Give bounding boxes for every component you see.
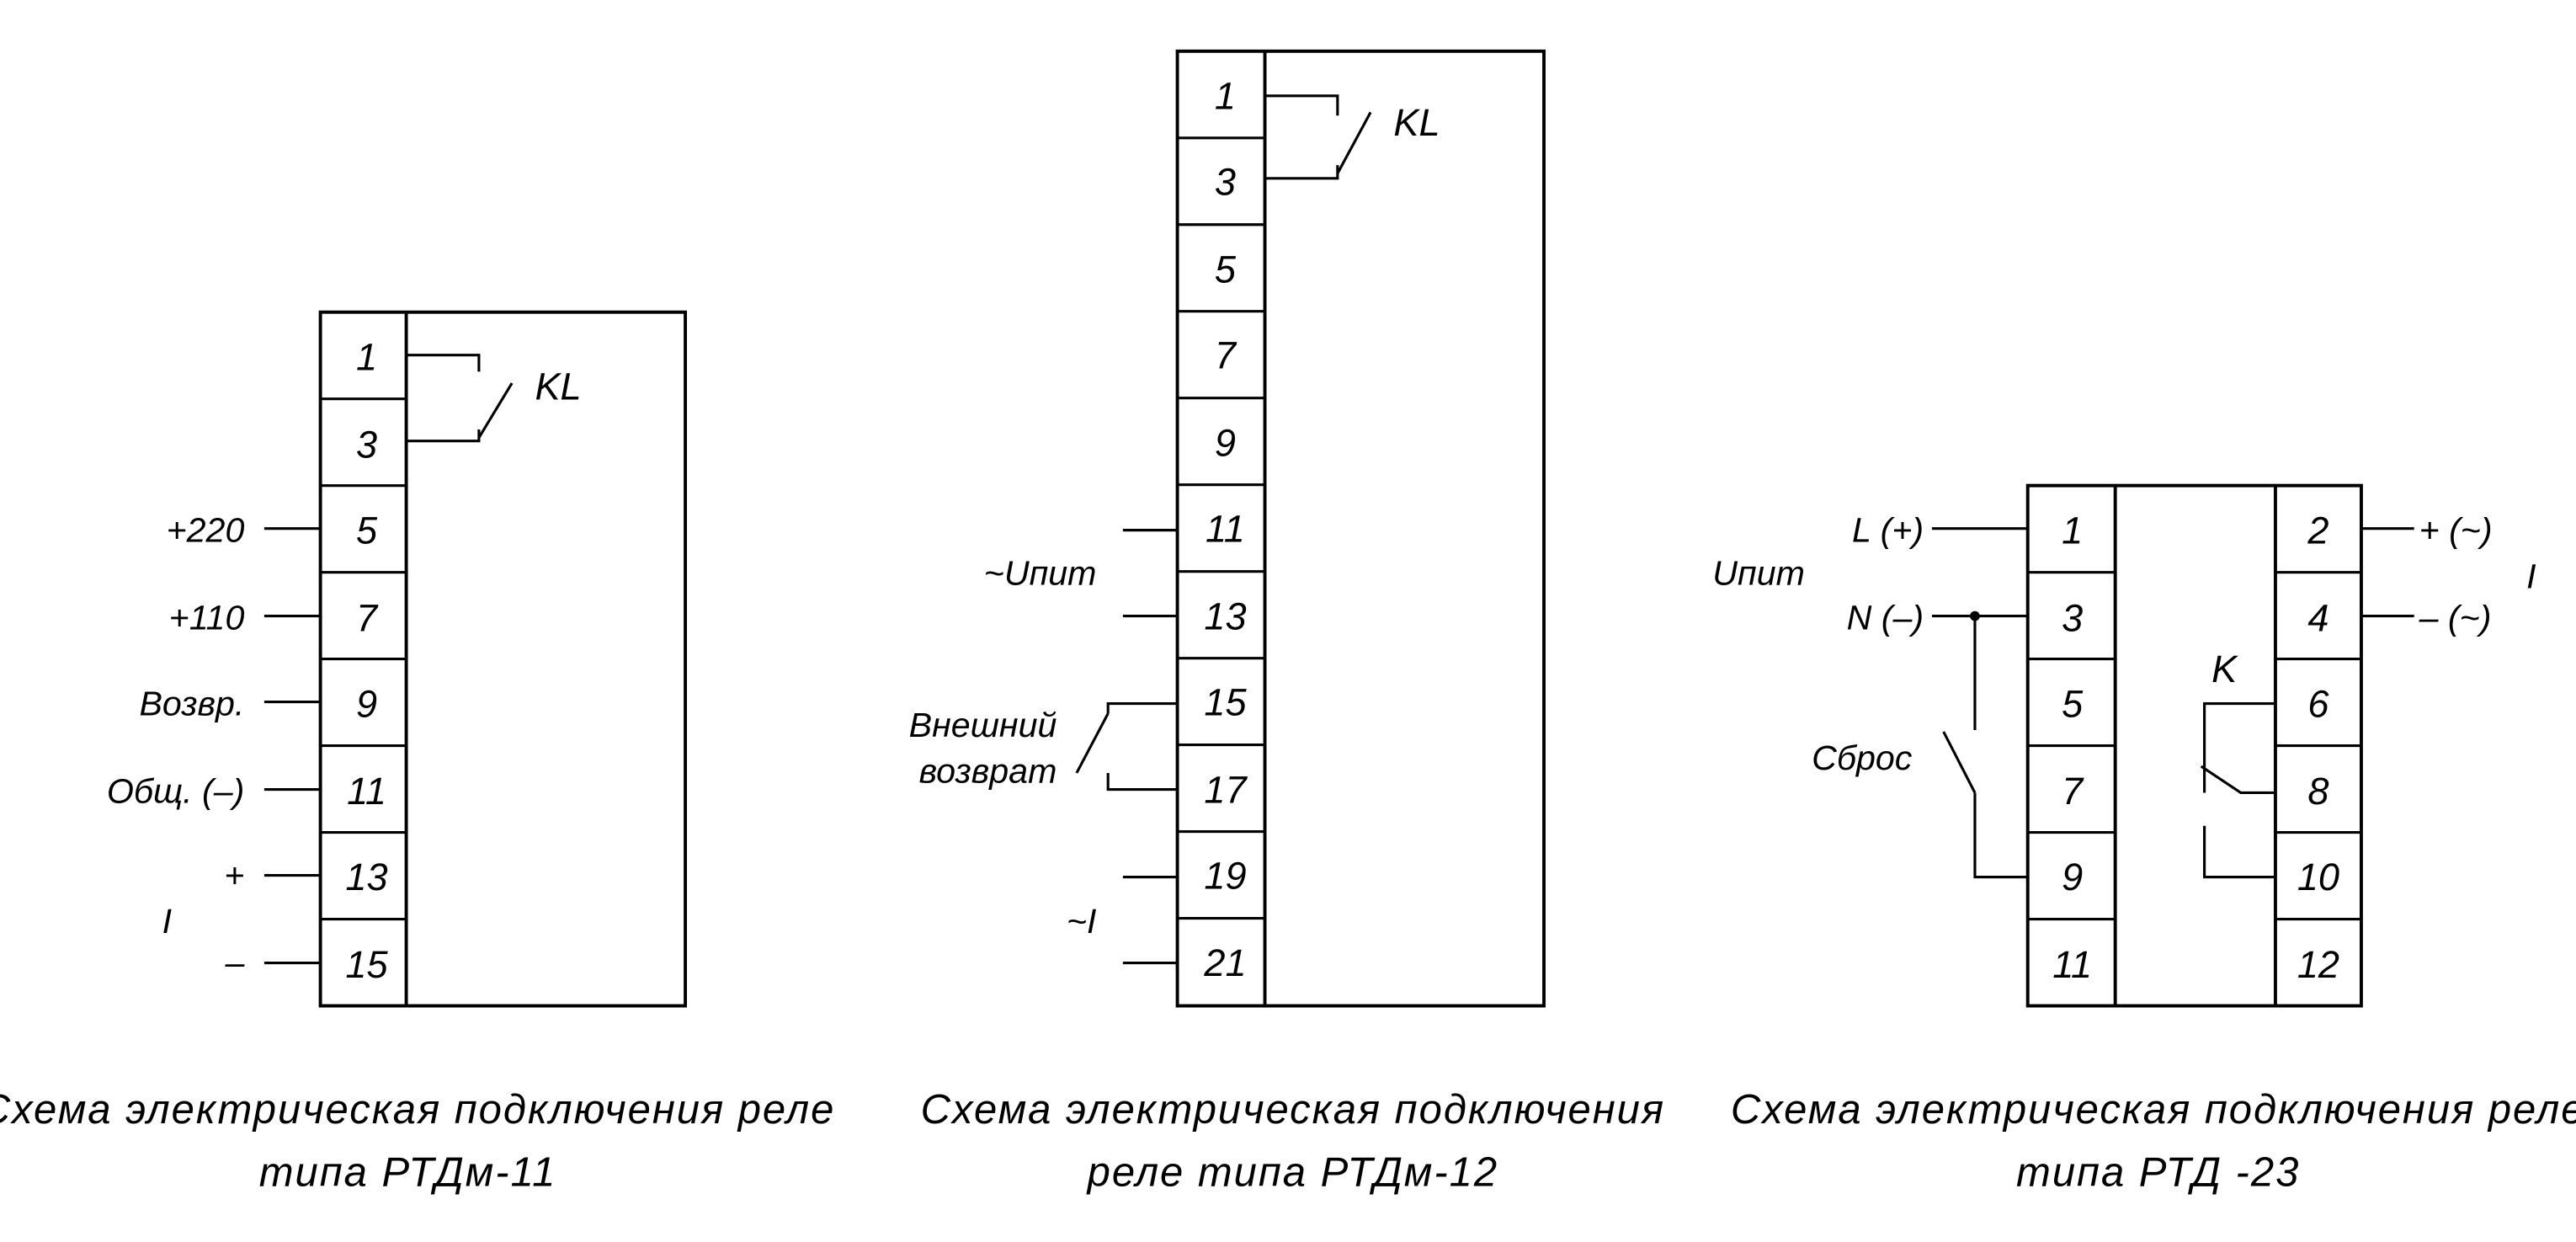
- terminal-13: 13: [345, 856, 387, 898]
- terminal-15: 15: [1204, 680, 1247, 723]
- terminal-21: 21: [1203, 941, 1246, 984]
- terminal-17: 17: [1204, 768, 1248, 811]
- reset-switch: [1942, 616, 2028, 879]
- label-reset: Возвр.: [139, 684, 244, 722]
- label-l: L (+): [1852, 510, 1924, 549]
- terminal-1: 1: [1215, 74, 1236, 117]
- label-common: Общ. (–): [107, 771, 244, 810]
- terminal-3: 3: [356, 423, 377, 466]
- terminal-9: 9: [356, 682, 377, 725]
- terminal-13: 13: [1204, 594, 1246, 637]
- terminal-5: 5: [2062, 682, 2084, 725]
- terminal-19: 19: [1204, 854, 1246, 897]
- label-n: N (–): [1847, 598, 1924, 637]
- terminal-5: 5: [356, 509, 378, 552]
- terminal-4: 4: [2307, 596, 2329, 639]
- label-minus: –: [224, 943, 245, 982]
- terminal-12: 12: [2297, 943, 2339, 986]
- terminal-1: 1: [2062, 509, 2083, 552]
- terminal-2: 2: [2307, 509, 2329, 552]
- caption-line-1: Схема электрическая подключения реле: [0, 1087, 835, 1133]
- terminal-9: 9: [1215, 421, 1236, 464]
- input-wires: [263, 527, 321, 965]
- label-external-reset-1: Внешний: [909, 706, 1057, 744]
- contact-label: K: [2211, 648, 2238, 690]
- label-220: +220: [167, 510, 245, 549]
- terminal-6: 6: [2307, 682, 2329, 725]
- terminal-7: 7: [1215, 333, 1237, 376]
- caption-line-2: типа РТДм-11: [259, 1149, 557, 1195]
- diagram-rtdm-12: 1 3 5 7 9 11 13 15 17 19 21 KL ~Uпит Вне…: [909, 49, 1665, 1195]
- terminal-7: 7: [356, 596, 379, 639]
- terminal-11: 11: [347, 770, 386, 813]
- label-current: I: [2526, 557, 2536, 595]
- terminal-dividers: [320, 397, 407, 921]
- relay-body: [1175, 49, 1546, 1008]
- caption-line-2: реле типа РТДм-12: [1086, 1149, 1498, 1195]
- terminal-3: 3: [1215, 160, 1236, 203]
- terminal-7: 7: [2062, 770, 2084, 813]
- label-out-minus: – (~): [2419, 598, 2492, 637]
- label-supply: Uпит: [1712, 553, 1805, 592]
- terminal-11: 11: [2052, 943, 2092, 986]
- relay-contact-kl: [1264, 94, 1372, 180]
- terminal-15: 15: [345, 943, 388, 986]
- label-current: I: [162, 902, 172, 941]
- terminal-8: 8: [2307, 770, 2329, 813]
- label-110: +110: [169, 598, 245, 637]
- terminal-dividers: [1177, 136, 1265, 920]
- diagram-rtd-23: 1 3 5 7 9 11 2 4 6 8 10 12 K + (~) – (~)…: [1712, 483, 2576, 1195]
- relay-contact-k: [2200, 702, 2275, 879]
- external-reset-switch: [1075, 702, 1178, 792]
- contact-label: KL: [1393, 101, 1440, 144]
- terminal-11: 11: [1206, 507, 1245, 550]
- label-external-reset-2: возврат: [919, 752, 1057, 791]
- terminal-3: 3: [2062, 596, 2083, 639]
- relay-contact-kl: [406, 354, 514, 443]
- terminal-1: 1: [356, 335, 377, 378]
- label-out-plus: + (~): [2419, 510, 2493, 549]
- label-reset: Сброс: [1812, 738, 1913, 777]
- terminal-5: 5: [1215, 248, 1237, 291]
- input-wires: [1122, 529, 1178, 965]
- contact-label: KL: [535, 365, 581, 408]
- terminal-dividers: [2027, 571, 2361, 921]
- terminal-9: 9: [2062, 856, 2083, 898]
- caption-line-1: Схема электрическая подключения реле: [1731, 1087, 2576, 1133]
- caption-line-1: Схема электрическая подключения: [921, 1087, 1665, 1133]
- label-current: ~I: [1067, 902, 1097, 941]
- terminal-10: 10: [2297, 856, 2339, 898]
- label-plus: +: [224, 856, 244, 894]
- caption-line-2: типа РТД -23: [2016, 1149, 2300, 1195]
- diagram-rtdm-11: 1 3 5 7 9 11 13 15 KL +220 +110 Возвр. О…: [0, 310, 835, 1195]
- label-supply: ~Uпит: [984, 553, 1097, 592]
